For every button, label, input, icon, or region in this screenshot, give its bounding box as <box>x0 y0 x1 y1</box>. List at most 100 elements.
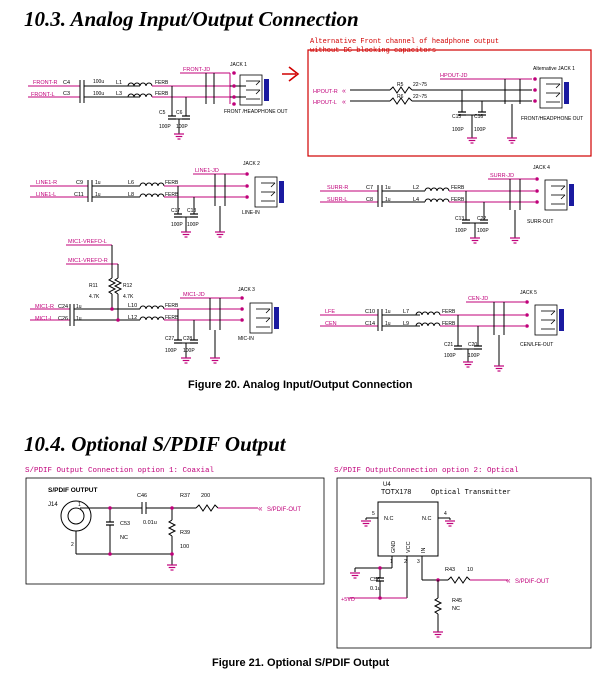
u4-part: TOTX178 <box>381 489 411 496</box>
u4-pin4: 4 <box>444 511 447 517</box>
net-front-r: FRONT-R <box>33 80 57 86</box>
j14-label: J14 <box>48 502 58 508</box>
net-mic1-vrefo-l: MIC1-VREFO-L <box>68 239 107 245</box>
c21-label: C21 <box>444 342 453 348</box>
c11-label: C11 <box>74 192 84 198</box>
c11-value: 1u <box>95 192 101 198</box>
net-hpout-r: HPOUT-R <box>313 89 338 95</box>
jack1-out: FRONT /HEADPHONE OUT <box>224 109 288 115</box>
c5-label: C5 <box>159 110 166 116</box>
l1-label: L1 <box>116 80 122 86</box>
r39-value: 100 <box>180 544 189 550</box>
hpout-l-arrow: « <box>342 99 346 106</box>
jack5-circuit: LFE CEN C10 C14 1u 1u L7 L9 FERB FERB CE… <box>320 290 565 372</box>
c22-value: 100P <box>477 228 489 234</box>
ferb-6: FERB <box>451 197 465 203</box>
r39-label: R39 <box>180 530 190 536</box>
net-front-jd: FRONT-JD <box>183 67 210 73</box>
c27-label: C27 <box>165 336 174 342</box>
r6-label: R6 <box>397 94 404 100</box>
c22-label: C22 <box>477 216 486 222</box>
c14-value: 1u <box>385 321 391 327</box>
jack4-name: JACK 4 <box>533 165 550 171</box>
c24-label: C24 <box>58 304 68 310</box>
c10-label: C10 <box>365 309 375 315</box>
c15-label: C15 <box>452 114 461 120</box>
c13-value: 100P <box>455 228 467 234</box>
c27-value: 100P <box>165 348 177 354</box>
c20-value: 100P <box>468 353 480 359</box>
u4-vcc: VCC <box>406 541 412 553</box>
ferb-4: FERB <box>165 192 179 198</box>
net-cen-jd: CEN-JD <box>468 296 488 302</box>
net-line1-r: LINE1-R <box>36 180 57 186</box>
section-title-spdif: 10.4. Optional S/PDIF Output <box>24 432 286 456</box>
c3-value: 100u <box>93 91 104 97</box>
alt-jack-out: FRONT/HEADPHONE OUT <box>521 116 583 122</box>
c26-label: C26 <box>58 316 68 322</box>
r12-value: 4.7K <box>123 294 134 300</box>
l9-label: L9 <box>403 321 409 327</box>
c56-label: C56 <box>370 577 380 583</box>
c9-label: C9 <box>76 180 83 186</box>
l4-label: L4 <box>413 197 419 203</box>
c56-value: 0.1u <box>370 586 381 592</box>
j14-pin2: 2 <box>71 542 74 548</box>
c28-label: C28 <box>183 336 192 342</box>
u4-pin2: 2 <box>404 559 407 565</box>
c7-label: C7 <box>366 185 373 191</box>
ferb-8: FERB <box>165 315 179 321</box>
c18-label: C18 <box>187 208 196 214</box>
c46-label: C46 <box>137 493 147 499</box>
r45-label: R45 <box>452 598 462 604</box>
ferb-1: FERB <box>155 80 169 86</box>
r37-value: 200 <box>201 493 210 499</box>
r5-value: 22~75 <box>413 82 427 88</box>
c15-value: 100P <box>452 127 464 133</box>
r6-value: 22~75 <box>413 94 427 100</box>
spdif-output-title: S/PDIF OUTPUT <box>48 487 98 494</box>
jack2-circuit: LINE1-R LINE1-L C9 C11 1u 1u L6 L8 FERB … <box>30 161 285 238</box>
c24-value: 1u <box>76 304 82 310</box>
net-line1-l: LINE1-L <box>36 192 56 198</box>
c53-value: NC <box>120 535 128 541</box>
jack3-out: MIC-IN <box>238 336 254 342</box>
c16-label: C16 <box>474 114 483 120</box>
c6-value: 100P <box>176 124 188 130</box>
c13-label: C13 <box>455 216 464 222</box>
u4-nc-right: N.C <box>422 516 432 522</box>
l2-label: L2 <box>413 185 419 191</box>
r11-label: R11 <box>89 283 98 289</box>
c7-value: 1u <box>385 185 391 191</box>
figure-20-caption: Figure 20. Analog Input/Output Connectio… <box>188 379 413 391</box>
c20-label: C20 <box>468 342 477 348</box>
u4-pin3: 3 <box>417 559 420 565</box>
net-surr-r: SURR-R <box>327 185 348 191</box>
c21-value: 100P <box>444 353 456 359</box>
net-mic1-vrefo-r: MIC1-VREFO-R <box>68 258 108 264</box>
figure-21-caption: Figure 21. Optional S/PDIF Output <box>212 657 390 669</box>
alt-note-2: without DC blocking capacitors <box>310 47 436 55</box>
net-lfe: LFE <box>325 309 335 315</box>
ferb-5: FERB <box>451 185 465 191</box>
j14-pin1: 1 <box>78 502 81 508</box>
c6-label: C6 <box>176 110 183 116</box>
c4-value: 100u <box>93 79 104 85</box>
net-spdif-out-1: S/PDIF-OUT <box>267 507 301 513</box>
r37-label: R37 <box>180 493 190 499</box>
net-mic1-jd: MIC1-JD <box>183 292 205 298</box>
spdif-out-arrow-2: « <box>506 576 511 585</box>
alt-note-1: Alternative Front channel of headphone o… <box>310 38 499 46</box>
l12-label: L12 <box>128 315 137 321</box>
l8-label: L8 <box>128 192 134 198</box>
c53-label: C53 <box>120 521 130 527</box>
c26-value: 1u <box>76 316 82 322</box>
u4-desc: Optical Transmitter <box>431 489 511 497</box>
c3-label: C3 <box>63 91 70 97</box>
c4-label: C4 <box>63 80 70 86</box>
jack4-circuit: SURR-R SURR-L C7 C8 1u 1u L2 L4 FERB FER… <box>320 165 575 244</box>
c8-label: C8 <box>366 197 373 203</box>
optical-circuit: U4 TOTX178 Optical Transmitter N.C N.C 5… <box>336 477 592 649</box>
net-cen: CEN <box>325 321 337 327</box>
